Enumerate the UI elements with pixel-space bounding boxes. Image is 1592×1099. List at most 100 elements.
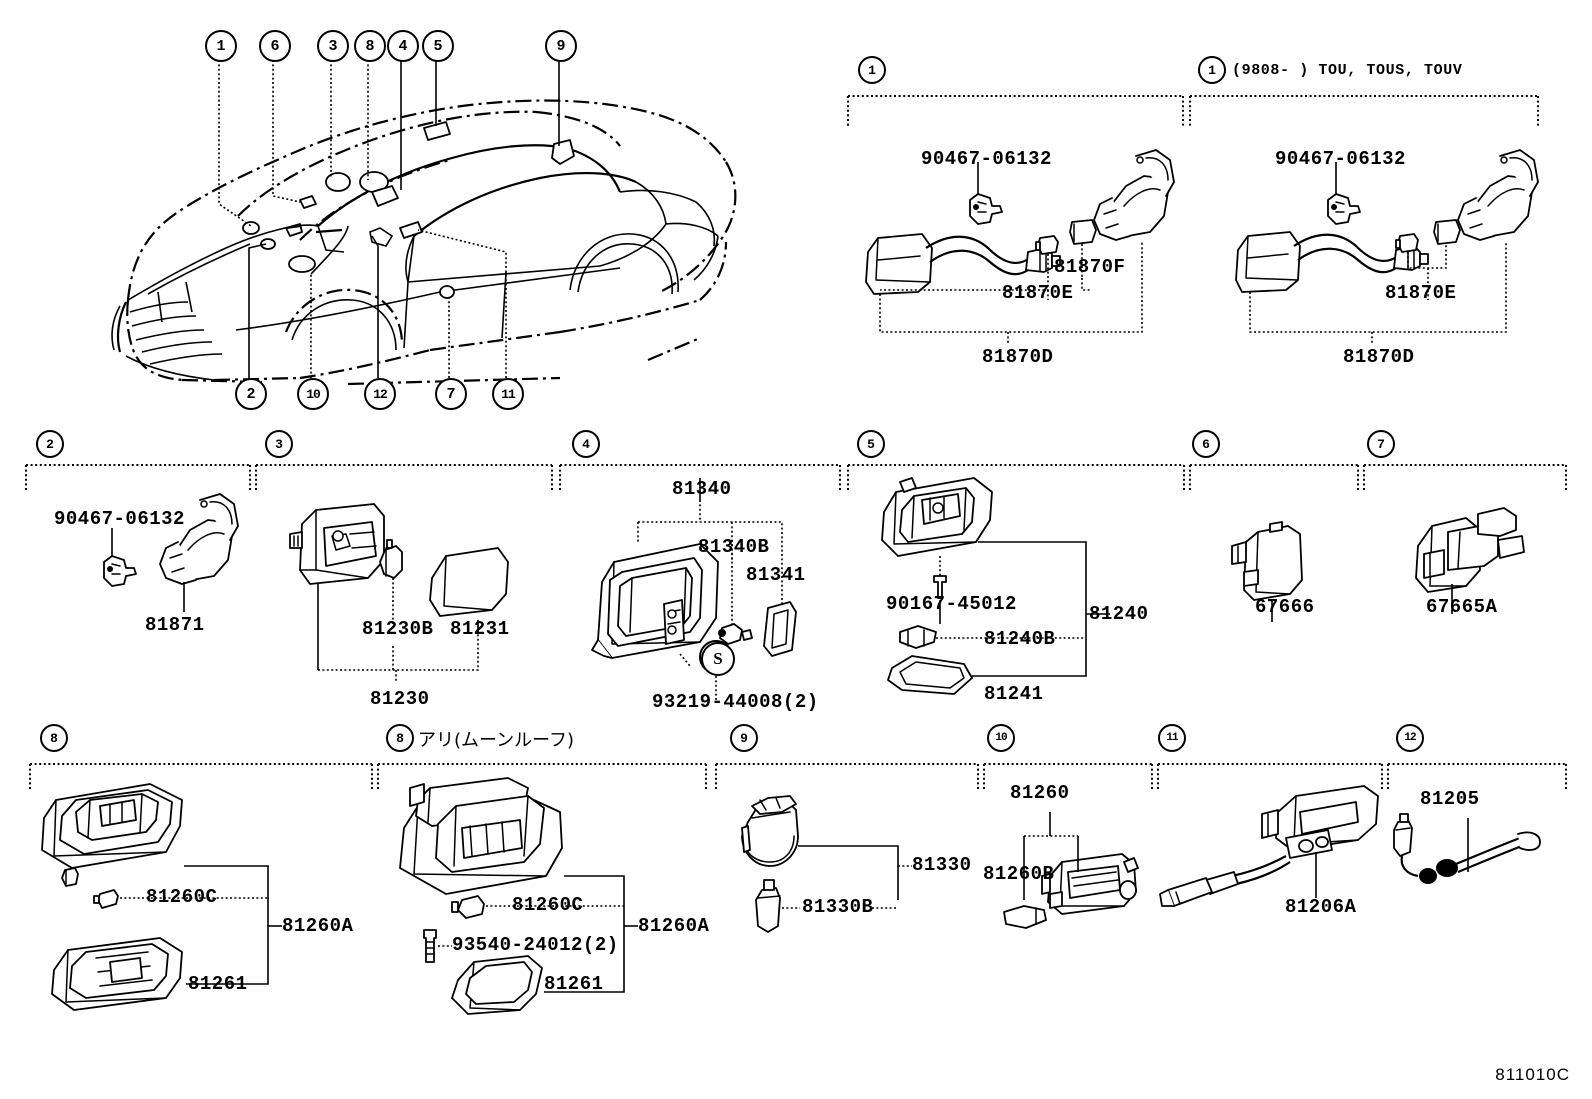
part-81870E-bulb-1a xyxy=(1035,235,1059,255)
label-g5-90167: 90167-45012 xyxy=(886,593,1017,615)
part-81261-lens-8a xyxy=(51,937,183,1011)
part-81261-lens-8b xyxy=(451,955,543,1015)
car-callout-3[interactable]: 3 xyxy=(317,30,349,62)
label-g12-81205: 81205 xyxy=(1420,788,1480,810)
group-callout-8b[interactable]: 8 xyxy=(386,724,414,752)
part-90467-06132-1b xyxy=(1327,162,1361,225)
car-callout-5[interactable]: 5 xyxy=(422,30,454,62)
row3-brackets xyxy=(29,763,1567,790)
group-callout-3[interactable]: 3 xyxy=(265,430,293,458)
part-81241-lens xyxy=(887,655,973,695)
label-g8a-81260C: 81260C xyxy=(146,886,218,908)
part-81260A-lamp-8b xyxy=(399,777,563,895)
interior-light-markers xyxy=(242,121,575,299)
part-81240B-bulb xyxy=(899,625,937,649)
label-g8b-81261: 81261 xyxy=(544,973,604,995)
part-93540-24012-screw xyxy=(423,929,437,963)
label-g1a-81870F: 81870F xyxy=(1054,256,1126,278)
car-callout-7[interactable]: 7 xyxy=(435,378,467,410)
part-81870E-bulbs-1b xyxy=(1395,219,1461,253)
car-body-outline xyxy=(111,99,737,386)
car-callout-2[interactable]: 2 xyxy=(235,378,267,410)
group-1a-leaders xyxy=(879,242,1143,344)
label-g1b-90467: 90467-06132 xyxy=(1275,148,1406,170)
label-g8b-93540: 93540-24012(2) xyxy=(452,934,619,956)
car-callout-11[interactable]: 11 xyxy=(492,378,524,410)
group-callout-1a[interactable]: 1 xyxy=(858,56,886,84)
part-81341-lens xyxy=(763,601,797,657)
group-callout-12[interactable]: 12 xyxy=(1396,724,1424,752)
part-81871-housing xyxy=(159,493,239,612)
group-callout-9[interactable]: 9 xyxy=(730,724,758,752)
part-81260B-bulb xyxy=(1003,905,1047,929)
group-callout-2[interactable]: 2 xyxy=(36,430,64,458)
group-callout-5[interactable]: 5 xyxy=(857,430,885,458)
group-1a-bracket xyxy=(847,95,1184,126)
row2-brackets xyxy=(25,464,1567,492)
car-callout-8[interactable]: 8 xyxy=(354,30,386,62)
label-g1a-90467: 90467-06132 xyxy=(921,148,1052,170)
label-g2-90467: 90467-06132 xyxy=(54,508,185,530)
part-67665A-clip xyxy=(1415,507,1525,614)
label-g10-81260B: 81260B xyxy=(983,863,1055,885)
label-g9-81330: 81330 xyxy=(912,854,972,876)
part-81870D-assy-1b xyxy=(1235,231,1429,293)
part-81330-lamp xyxy=(741,795,799,867)
car-callout-12[interactable]: 12 xyxy=(364,378,396,410)
label-g5-81240B: 81240B xyxy=(984,628,1056,650)
s-marker-icon: S xyxy=(701,642,735,676)
car-callout-4[interactable]: 4 xyxy=(387,30,419,62)
group-5-leaders xyxy=(936,541,1110,677)
group-1b-leaders xyxy=(1249,242,1507,344)
part-81230-housing xyxy=(289,503,385,585)
group-callout-7[interactable]: 7 xyxy=(1367,430,1395,458)
part-81240-lamp-assy xyxy=(881,477,993,557)
car-callout-10[interactable]: 10 xyxy=(297,378,329,410)
part-81260A-lamp-8a xyxy=(41,783,183,869)
group-callout-6[interactable]: 6 xyxy=(1192,430,1220,458)
group-1b-header: (9808- ) TOU, TOUS, TOUV xyxy=(1232,62,1463,79)
label-g5-81240: 81240 xyxy=(1089,603,1149,625)
part-90467-06132-g2 xyxy=(103,528,137,587)
part-90167-45012-screw xyxy=(933,556,947,624)
part-81205-sensor xyxy=(1393,813,1541,884)
label-g3-81230B: 81230B xyxy=(362,618,434,640)
car-callout-9[interactable]: 9 xyxy=(545,30,577,62)
part-lamp-housing-1a xyxy=(1093,149,1175,241)
group-1b-bracket xyxy=(1189,95,1539,126)
label-g1a-81870E: 81870E xyxy=(1002,282,1074,304)
label-g7-67665A: 67665A xyxy=(1426,596,1498,618)
part-81260-connector xyxy=(1041,853,1139,915)
diagram-code: 811010C xyxy=(1495,1065,1570,1084)
label-g8a-81261: 81261 xyxy=(188,973,248,995)
group-callout-8a[interactable]: 8 xyxy=(40,724,68,752)
part-81340-mirror-assy xyxy=(591,543,719,659)
label-g2-81871: 81871 xyxy=(145,614,205,636)
label-g9-81330B: 81330B xyxy=(802,896,874,918)
group-8b-leaders xyxy=(438,875,638,993)
car-callout-1[interactable]: 1 xyxy=(205,30,237,62)
group-callout-1b[interactable]: 1 xyxy=(1198,56,1226,84)
group-callout-10[interactable]: 10 xyxy=(987,724,1015,752)
part-81870F-bulb-1a xyxy=(1069,219,1097,245)
label-g4-93219: 93219-44008(2) xyxy=(652,691,819,713)
group-callout-4[interactable]: 4 xyxy=(572,430,600,458)
car-callout-6[interactable]: 6 xyxy=(259,30,291,62)
label-g4-81340: 81340 xyxy=(672,478,732,500)
part-90467-06132-1a xyxy=(969,162,1003,225)
part-67666-clip xyxy=(1231,521,1303,622)
part-lamp-housing-1b xyxy=(1457,149,1539,241)
part-81260C-bulb-8a xyxy=(61,867,119,909)
label-g8b-81260C: 81260C xyxy=(512,894,584,916)
label-g10-81260: 81260 xyxy=(1010,782,1070,804)
label-g4-81341: 81341 xyxy=(746,564,806,586)
label-g3-81230: 81230 xyxy=(370,688,430,710)
label-g4-81340B: 81340B xyxy=(698,536,770,558)
group-9-leaders xyxy=(782,845,912,909)
group-callout-11[interactable]: 11 xyxy=(1158,724,1186,752)
